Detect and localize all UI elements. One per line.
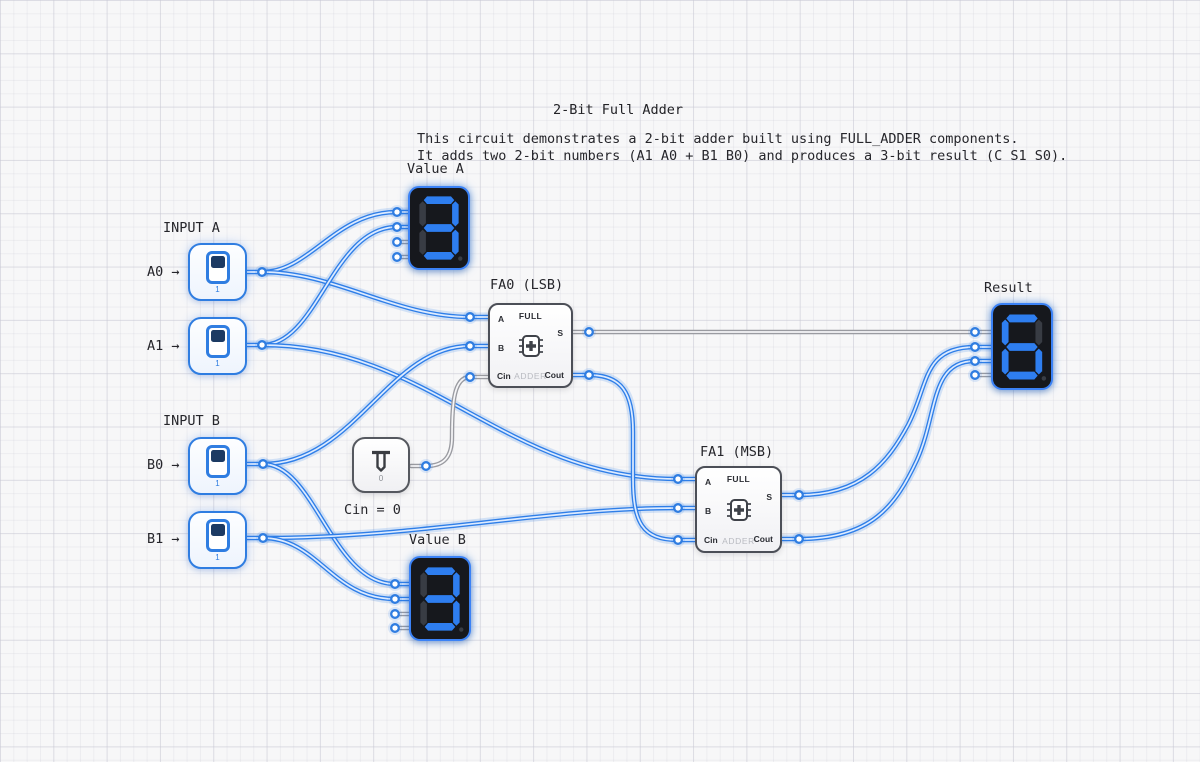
port-label-a: A <box>705 477 712 487</box>
toggle-icon <box>205 324 230 358</box>
adder-chip-icon <box>726 498 751 521</box>
port-label-s: S <box>766 492 772 502</box>
circuit-description-line1: This circuit demonstrates a 2-bit adder … <box>417 131 1019 147</box>
toggle-icon <box>205 518 230 552</box>
display-value-b <box>409 556 471 641</box>
switch-value: 1 <box>215 284 220 294</box>
constant-icon <box>372 450 390 472</box>
label-a0: A0 → <box>147 264 180 280</box>
port-label-cout: Cout <box>544 370 564 380</box>
port-label-a: A <box>498 314 505 324</box>
switch-a0[interactable]: 1 <box>188 243 247 301</box>
display-result <box>991 303 1053 390</box>
port-label-cin: Cin <box>704 535 718 545</box>
label-value-b: Value B <box>409 532 466 548</box>
switch-value: 1 <box>215 552 220 562</box>
adder-chip-icon <box>518 334 543 357</box>
display-value-a <box>408 186 470 270</box>
adder-name-top: FULL <box>518 311 543 321</box>
label-b0: B0 → <box>147 457 180 473</box>
label-cin: Cin = 0 <box>344 502 401 518</box>
label-value-a: Value A <box>407 161 464 177</box>
toggle-knob <box>210 449 225 462</box>
adder-name-bottom: ADDER <box>722 536 755 546</box>
toggle-knob <box>210 329 225 342</box>
adder-name-top: FULL <box>726 474 751 484</box>
port-label-cout: Cout <box>753 534 773 544</box>
circuit-title: 2-Bit Full Adder <box>553 102 684 118</box>
port-label-s: S <box>557 328 563 338</box>
constant-value: 0 <box>378 473 384 483</box>
seven-segment-digit <box>1001 313 1047 381</box>
label-result: Result <box>984 280 1033 296</box>
switch-value: 1 <box>215 358 220 368</box>
label-fa0: FA0 (LSB) <box>490 277 564 293</box>
port-label-b: B <box>705 506 712 516</box>
toggle-knob <box>210 255 225 268</box>
toggle-icon <box>205 444 230 478</box>
port-label-b: B <box>498 343 505 353</box>
switch-a1[interactable]: 1 <box>188 317 247 375</box>
adder-name-bottom: ADDER <box>514 371 547 381</box>
constant-zero-component[interactable]: 0 <box>352 437 410 493</box>
label-fa1: FA1 (MSB) <box>700 444 774 460</box>
label-a1: A1 → <box>147 338 180 354</box>
circuit-description-line2: It adds two 2-bit numbers (A1 A0 + B1 B0… <box>417 148 1068 164</box>
port-label-cin: Cin <box>497 371 511 381</box>
seven-segment-digit <box>420 566 464 632</box>
full-adder-fa0[interactable]: FULL ADDER A B Cin S Cout <box>488 303 573 388</box>
toggle-icon <box>205 250 230 284</box>
switch-b1[interactable]: 1 <box>188 511 247 569</box>
full-adder-fa1[interactable]: FULL ADDER A B Cin S Cout <box>695 466 782 553</box>
switch-value: 1 <box>215 478 220 488</box>
switch-b0[interactable]: 1 <box>188 437 247 495</box>
toggle-knob <box>210 523 225 536</box>
label-b1: B1 → <box>147 531 180 547</box>
label-input-b: INPUT B <box>163 413 220 429</box>
seven-segment-digit <box>419 196 463 261</box>
label-input-a: INPUT A <box>163 220 220 236</box>
